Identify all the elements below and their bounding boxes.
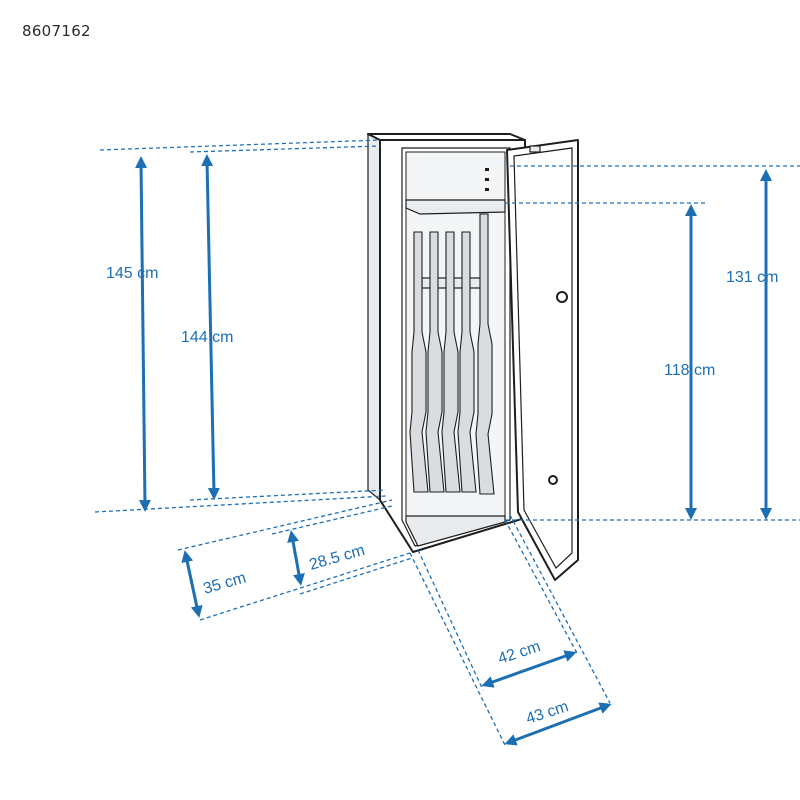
- label-inner-depth: 28.5 cm: [307, 542, 366, 574]
- arrow-inner-height: [201, 154, 220, 500]
- dimension-arrows: [135, 154, 772, 746]
- gun-safe-illustration: [367, 133, 579, 581]
- arrow-outer-depth: [181, 550, 203, 618]
- label-inner-width: 42 cm: [496, 638, 543, 668]
- arrow-outer-width: [504, 702, 612, 746]
- product-reference: 8607162: [22, 22, 91, 40]
- label-compartment-height: 118 cm: [664, 362, 715, 379]
- label-door-height: 131 cm: [726, 269, 778, 286]
- arrow-inner-width: [481, 650, 577, 688]
- label-outer-height: 145 cm: [106, 265, 158, 282]
- dimension-guides: [94, 139, 800, 746]
- rifle-rack: [409, 213, 495, 495]
- arrow-outer-height: [135, 156, 151, 512]
- label-inner-height: 144 cm: [181, 329, 233, 346]
- arrow-inner-depth: [287, 530, 305, 586]
- label-outer-depth: 35 cm: [201, 569, 248, 597]
